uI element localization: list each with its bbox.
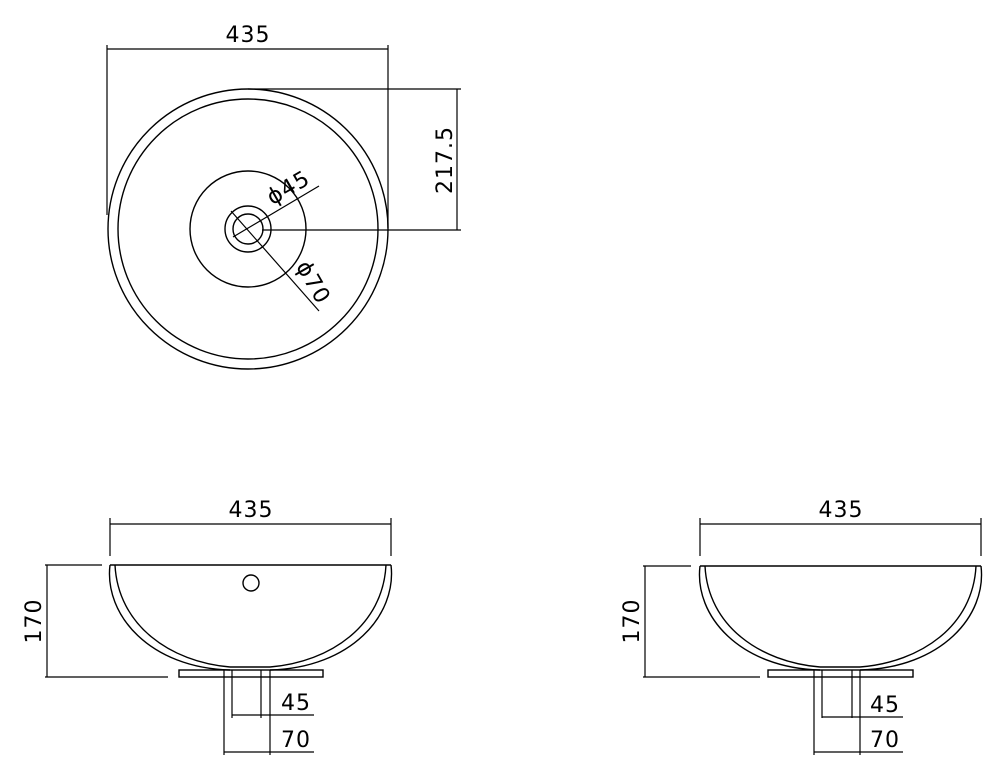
side-outer-right-curve	[859, 565, 983, 671]
top-width-label: 435	[226, 23, 271, 48]
overflow-hole	[242, 574, 260, 592]
side-outer-left-curve	[698, 565, 821, 671]
side-view: 435 45 70 170	[620, 498, 983, 755]
side-70-label: 70	[870, 728, 900, 753]
front-base-plate	[178, 669, 324, 678]
front-inner-right-curve	[269, 564, 387, 668]
phi45-leader	[232, 185, 320, 238]
top-view: 435 217.5 ϕ45 ϕ70	[106, 23, 461, 370]
front-width-label: 435	[229, 498, 274, 523]
basin-outer-rim	[107, 88, 389, 370]
side-width-label: 435	[819, 498, 864, 523]
drain-outer-circle	[224, 205, 272, 253]
drain-area-circle	[189, 170, 307, 288]
radius-label: 217.5	[433, 126, 458, 194]
side-base-plate	[767, 669, 914, 678]
front-45-label: 45	[281, 691, 311, 716]
front-view: 435 45 70 170	[22, 498, 393, 755]
front-70-label: 70	[281, 728, 311, 753]
phi70-label: ϕ70	[290, 257, 334, 309]
front-inner-left-curve	[114, 564, 231, 668]
front-height-label: 170	[22, 599, 47, 644]
side-45-label: 45	[870, 693, 900, 718]
phi70-leader	[230, 210, 320, 312]
side-inner-left-curve	[704, 565, 821, 668]
basin-inner-rim	[117, 98, 379, 360]
drain-inner-circle	[232, 213, 264, 245]
side-height-label: 170	[620, 599, 645, 644]
front-outer-right-curve	[269, 564, 393, 671]
side-inner-right-curve	[859, 565, 977, 668]
front-outer-left-curve	[108, 564, 231, 671]
